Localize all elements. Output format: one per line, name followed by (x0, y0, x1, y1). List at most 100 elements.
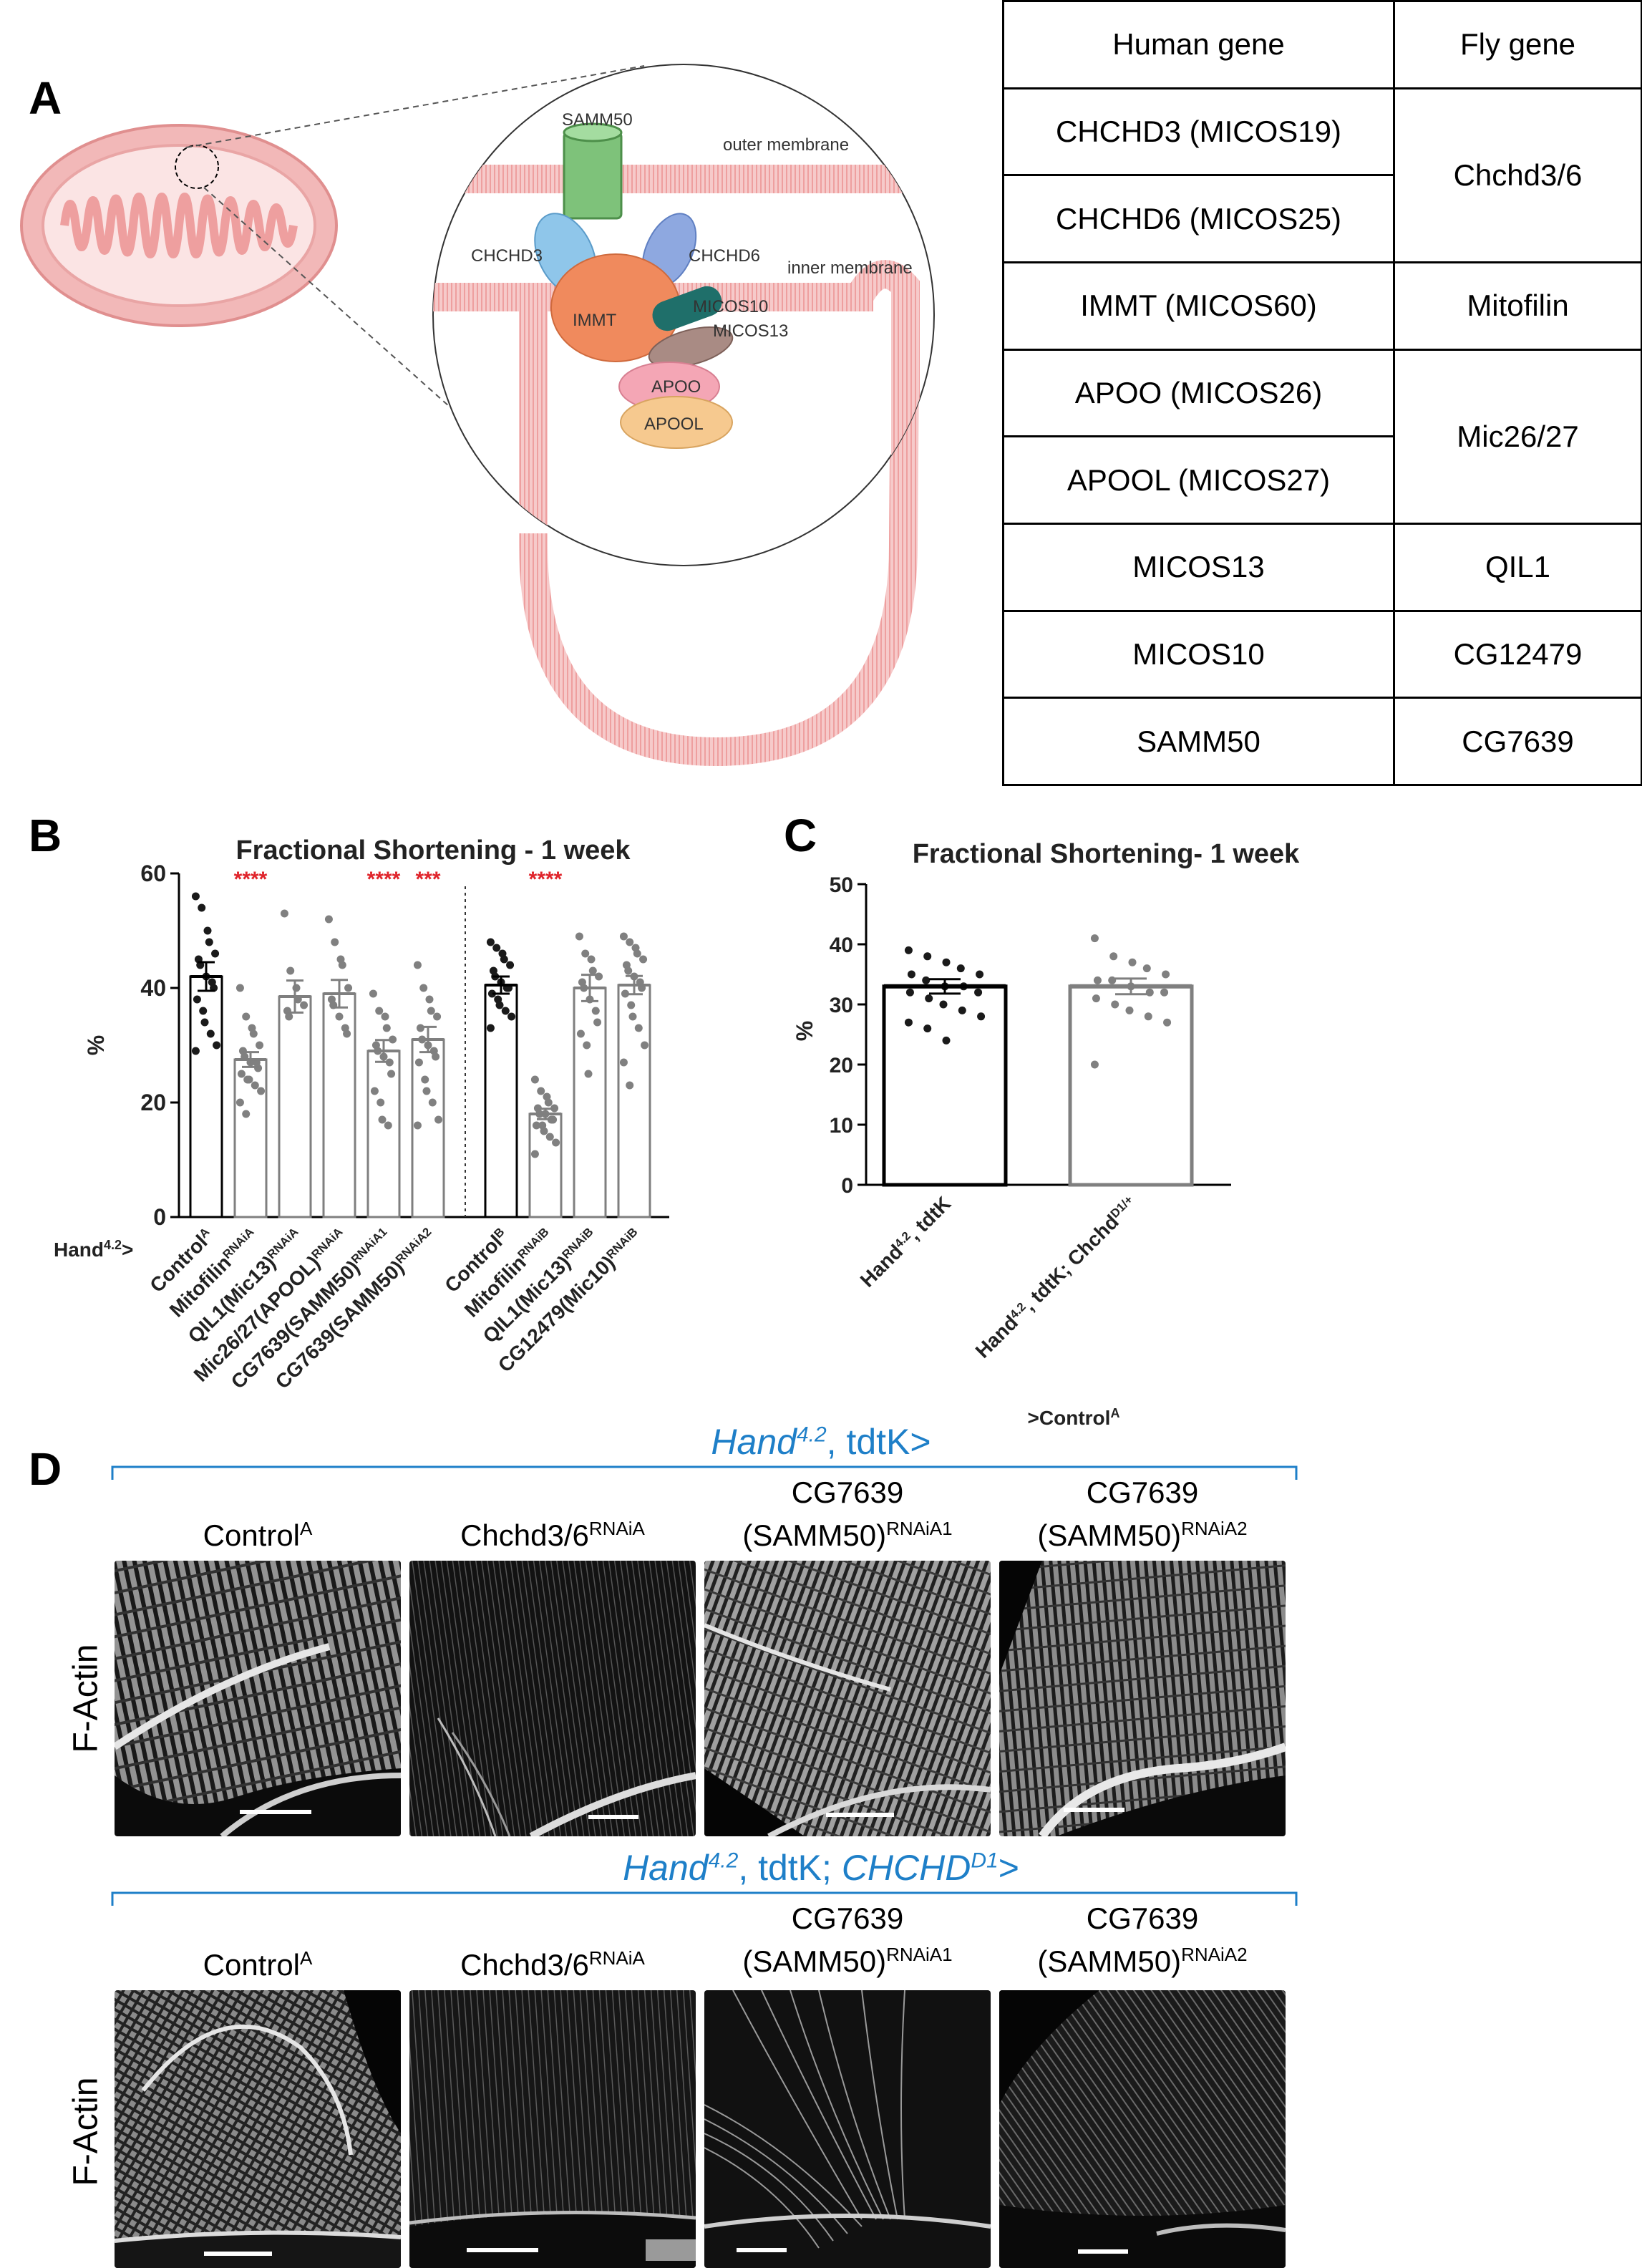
col-label-chchd-row2: Chchd3/6RNAiA (460, 1947, 645, 1982)
bracket-row-1 (111, 1465, 1298, 1480)
data-point (1090, 1060, 1099, 1069)
y-tick-label: 40 (140, 975, 166, 1001)
gene-table: Human gene Fly gene CHCHD3 (MICOS19) Chc… (1002, 0, 1642, 786)
genotype-header-1: Hand4.2, tdtK> (711, 1422, 931, 1462)
col-label-chchd-row1: Chchd3/6RNAiA (460, 1518, 645, 1552)
data-point (634, 1024, 643, 1032)
data-point (199, 1007, 208, 1015)
row-label-factin-1: F-Actin (67, 1644, 105, 1753)
data-point (507, 1012, 516, 1021)
data-point (292, 984, 301, 992)
category-label: Hand4.2, tdtK (856, 1192, 956, 1292)
label-apoo: APOO (651, 377, 701, 397)
data-point (1160, 988, 1169, 997)
micrograph-samm50-a1-row2 (704, 1990, 991, 2268)
x-axis-prefix-label: Hand4.2> (54, 1238, 133, 1261)
data-point (904, 946, 913, 954)
data-point (486, 938, 495, 946)
data-point (257, 1087, 266, 1095)
data-point (628, 1012, 637, 1021)
bar (233, 1058, 268, 1218)
bar (366, 1050, 401, 1218)
data-point (427, 1007, 435, 1015)
data-point (375, 1007, 384, 1015)
table-cell: APOO (MICOS26) (1002, 348, 1395, 438)
data-point (324, 915, 333, 924)
data-point (591, 1007, 600, 1015)
col-label-samm50-a2-row1: CG7639(SAMM50)RNAiA2 (1037, 1475, 1248, 1552)
data-point (382, 1024, 391, 1032)
data-point (942, 958, 951, 966)
data-point (335, 1012, 344, 1021)
data-point (434, 1115, 443, 1124)
data-point (593, 1018, 602, 1027)
row-label-factin-2: F-Actin (67, 2077, 105, 2186)
data-point (419, 984, 428, 992)
y-axis-label: % (83, 1035, 109, 1055)
data-point (1144, 1012, 1152, 1021)
genotype-header-2: Hand4.2, tdtK; CHCHDD1> (623, 1848, 1019, 1888)
data-point (1142, 964, 1151, 973)
data-point (280, 909, 288, 918)
data-point (251, 1081, 259, 1090)
data-point (1163, 1018, 1172, 1027)
table-header-fly: Fly gene (1393, 0, 1642, 89)
data-point (487, 989, 496, 998)
data-point (974, 988, 983, 997)
panel-letter-b: B (29, 810, 62, 861)
data-point (1092, 994, 1100, 1003)
y-tick-label: 60 (140, 861, 166, 886)
y-tick-label: 0 (841, 1174, 853, 1198)
data-point (235, 984, 244, 992)
y-tick-label: 0 (153, 1204, 166, 1230)
data-point (486, 1024, 495, 1032)
mitochondrion-icon (20, 124, 338, 327)
micrograph-control-row2 (115, 1990, 401, 2268)
data-point (492, 944, 501, 952)
significance-label: **** (529, 868, 563, 891)
bracket-row-2 (111, 1891, 1298, 1906)
micos13-protein (648, 326, 734, 368)
data-point (213, 1041, 221, 1050)
data-point (907, 970, 915, 979)
table-row: MICOS13 QIL1 (1002, 522, 1642, 612)
data-point (370, 1087, 379, 1095)
data-point (626, 938, 634, 946)
data-point (286, 966, 295, 975)
data-point (583, 1041, 591, 1050)
table-cell: QIL1 (1393, 522, 1642, 612)
data-point (545, 1133, 554, 1141)
y-tick-label: 20 (140, 1090, 166, 1115)
data-point (242, 1110, 251, 1118)
y-tick-label: 50 (830, 873, 853, 897)
data-point (249, 1029, 258, 1038)
data-point (1111, 1000, 1119, 1009)
data-point (211, 949, 220, 958)
data-point (619, 932, 628, 941)
data-point (633, 949, 641, 958)
data-point (1109, 952, 1118, 961)
label-outer-membrane: outer membrane (723, 135, 849, 155)
data-point (254, 1064, 263, 1072)
data-point (530, 1075, 539, 1084)
chart-fs-knockdown: Fractional Shortening - 1 week0204060%Co… (54, 835, 669, 1393)
data-point (552, 1138, 560, 1147)
y-tick-label: 40 (830, 934, 853, 957)
data-point (433, 1012, 442, 1021)
table-cell: Chchd3/6 (1393, 87, 1642, 263)
data-point (624, 966, 633, 975)
data-point (191, 892, 200, 901)
data-point (544, 1098, 553, 1107)
samm50-protein (563, 122, 623, 220)
data-point (939, 1000, 948, 1009)
data-point (530, 1150, 539, 1158)
apool-protein (620, 396, 733, 449)
data-point (958, 1006, 966, 1014)
table-row: MICOS10 CG12479 (1002, 609, 1642, 699)
significance-label: **** (367, 868, 401, 891)
table-cell: MICOS13 (1002, 522, 1395, 612)
data-point (343, 1029, 351, 1038)
data-point (285, 1012, 293, 1021)
data-point (977, 1012, 986, 1021)
data-point (1128, 958, 1137, 966)
